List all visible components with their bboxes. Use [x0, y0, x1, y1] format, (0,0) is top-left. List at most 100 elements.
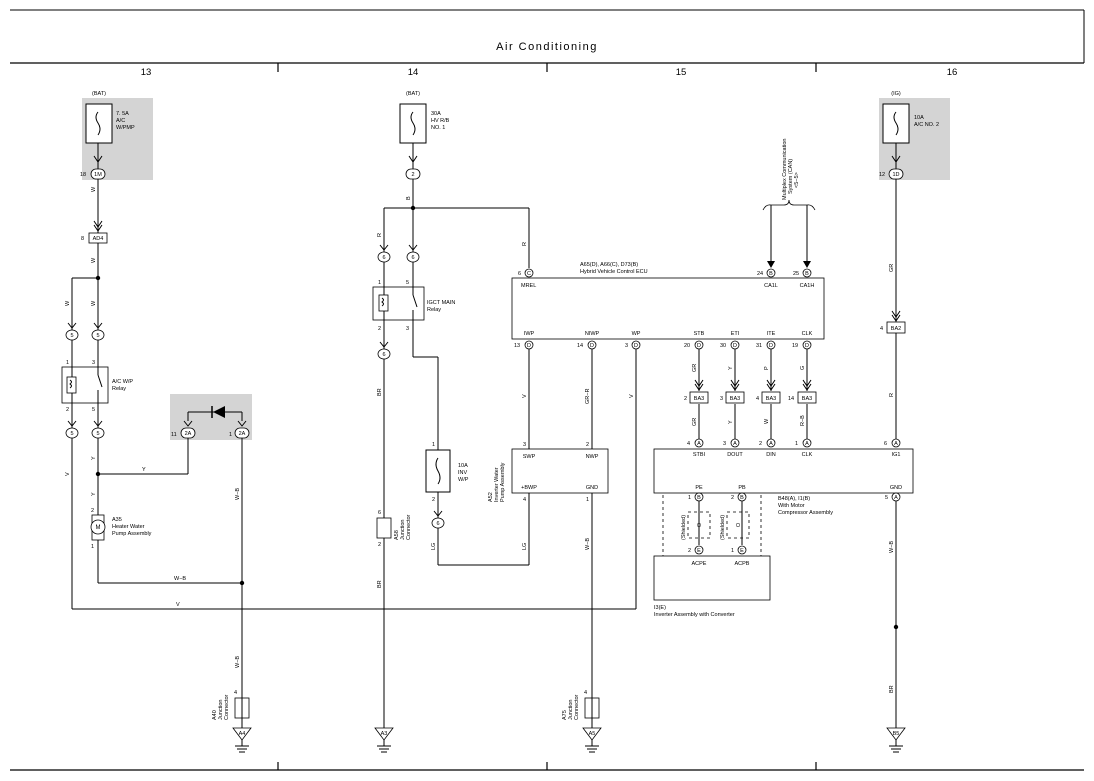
pin-conn: B: [697, 495, 701, 501]
wire-color-label: V: [522, 394, 528, 398]
connector-2a: [180, 420, 250, 439]
pin-conn: E: [697, 548, 701, 554]
compressor-pin-circles: [694, 438, 901, 502]
ecu-pin-number: 6: [518, 271, 521, 277]
pin-number: 5: [406, 280, 409, 286]
connector-code: BA3: [730, 396, 740, 402]
pin-label: NWP: [586, 454, 599, 460]
wire-color-label: GR: [692, 364, 698, 372]
pin-number: 1: [731, 548, 734, 554]
pin-number: 4: [687, 441, 690, 447]
wire-color-label: P: [764, 366, 770, 370]
connector-arrow-icon: [891, 310, 901, 322]
wire-color-label: W−B: [889, 541, 895, 553]
component-name: With Motor: [778, 503, 805, 509]
pin-number: 3: [723, 441, 726, 447]
connector-1d: [888, 168, 904, 180]
wire-color-label: R: [522, 242, 528, 246]
pin-number: 2: [684, 396, 687, 402]
diode-icon: [187, 406, 243, 421]
ecu-pin-label: ITE: [767, 331, 776, 337]
pin-number: 12: [879, 172, 885, 178]
pin-number: 1: [586, 497, 589, 503]
ground-icon: [886, 727, 906, 753]
wire-color-label: V: [176, 602, 180, 608]
relay-igct-main: [372, 286, 425, 321]
ecu-pin-number: 24: [757, 271, 763, 277]
ecu-pin-number: 25: [793, 271, 799, 277]
pin-label: IG1: [892, 452, 901, 458]
ecu-pin-conn: D: [805, 343, 809, 349]
wire-color-label: BR: [377, 388, 383, 396]
junction-name: Junction: [218, 700, 224, 721]
pin-number: 2: [378, 542, 381, 548]
wire-color-label: W−B: [174, 576, 186, 582]
ecu-pin-number: 19: [792, 343, 798, 349]
pin-label: SWP: [523, 454, 536, 460]
wire-color-label: W: [91, 300, 97, 306]
ecu-pin-label: ETI: [731, 331, 740, 337]
pin-number: 4: [880, 326, 883, 332]
fuse-source-label: (BAT): [92, 91, 106, 97]
pin-number: 6: [884, 441, 887, 447]
ecu-code: A65(D), A66(C), D73(B): [580, 262, 638, 268]
ecu-pin-number: 14: [577, 343, 583, 349]
shield-label: (Shielded): [681, 515, 687, 540]
wire-color-label: W: [91, 257, 97, 263]
frame: [10, 9, 1085, 771]
component-name: Inverter Water: [494, 467, 500, 502]
pin-conn: A: [894, 495, 898, 501]
pin-label: ACPB: [735, 561, 750, 567]
round-connectors: [65, 244, 445, 529]
pin-number: 3: [92, 360, 95, 366]
pin-number: 1: [229, 432, 232, 438]
pin-number: 3: [406, 326, 409, 332]
wire-color-label: W−B: [585, 538, 591, 550]
component-name: Pump Assembly: [112, 531, 152, 537]
wire-color-label: GR: [692, 418, 698, 426]
pin-number: 4: [523, 497, 526, 503]
pin-number: 2: [432, 497, 435, 503]
hybrid-vehicle-control-ecu: [511, 277, 825, 340]
shielded-cables: [662, 495, 762, 556]
fuse-name: HV R/B: [431, 118, 450, 124]
connector-code: 1D: [892, 172, 899, 178]
pin-number: 4: [584, 690, 587, 696]
connector-pin: 6: [411, 255, 414, 261]
wires: [71, 143, 897, 728]
pin-label: ACPE: [692, 561, 707, 567]
can-label: Multiplex Communication: [782, 139, 788, 200]
ecu-pin-number: 31: [756, 343, 762, 349]
junction-connector-a58: [376, 517, 392, 539]
fuse-rating: 30A: [431, 111, 441, 117]
connector-ba3-group: [689, 379, 817, 404]
relay-label: A/C W/P: [112, 379, 133, 385]
ecu-pin-number: 3: [625, 343, 628, 349]
ecu-pin-conn: D: [634, 343, 638, 349]
fuse-rating: 10A: [458, 463, 468, 469]
wire-color-label: W: [764, 418, 770, 424]
connector-ba2: [886, 321, 906, 334]
pin-label: DOUT: [727, 452, 743, 458]
ecu-pin-label: NIWP: [585, 331, 600, 337]
ecu-pin-label: MREL: [521, 283, 536, 289]
junction-connector-a75: [584, 697, 600, 719]
ecu-pin-conn: C: [527, 271, 531, 277]
wire-color-label: Y: [142, 467, 146, 473]
connector-1m: [90, 168, 106, 180]
ground-icon: [374, 727, 394, 753]
component-code: B48(A), I1(B): [778, 496, 810, 502]
pin-number: 2: [731, 495, 734, 501]
relay-label: Relay: [112, 386, 126, 392]
pin-conn: B: [740, 495, 744, 501]
ecu-pin-circles: [524, 261, 812, 350]
ecu-pin-conn: D: [733, 343, 737, 349]
pin-number: 6: [378, 510, 381, 516]
can-label: <5−5>: [794, 172, 800, 188]
ecu-pin-number: 20: [684, 343, 690, 349]
ecu-pin-conn: B: [769, 271, 773, 277]
fuse-name: W/P: [458, 477, 469, 483]
pin-number: 4: [234, 690, 237, 696]
wire-color-label: B: [406, 196, 412, 200]
